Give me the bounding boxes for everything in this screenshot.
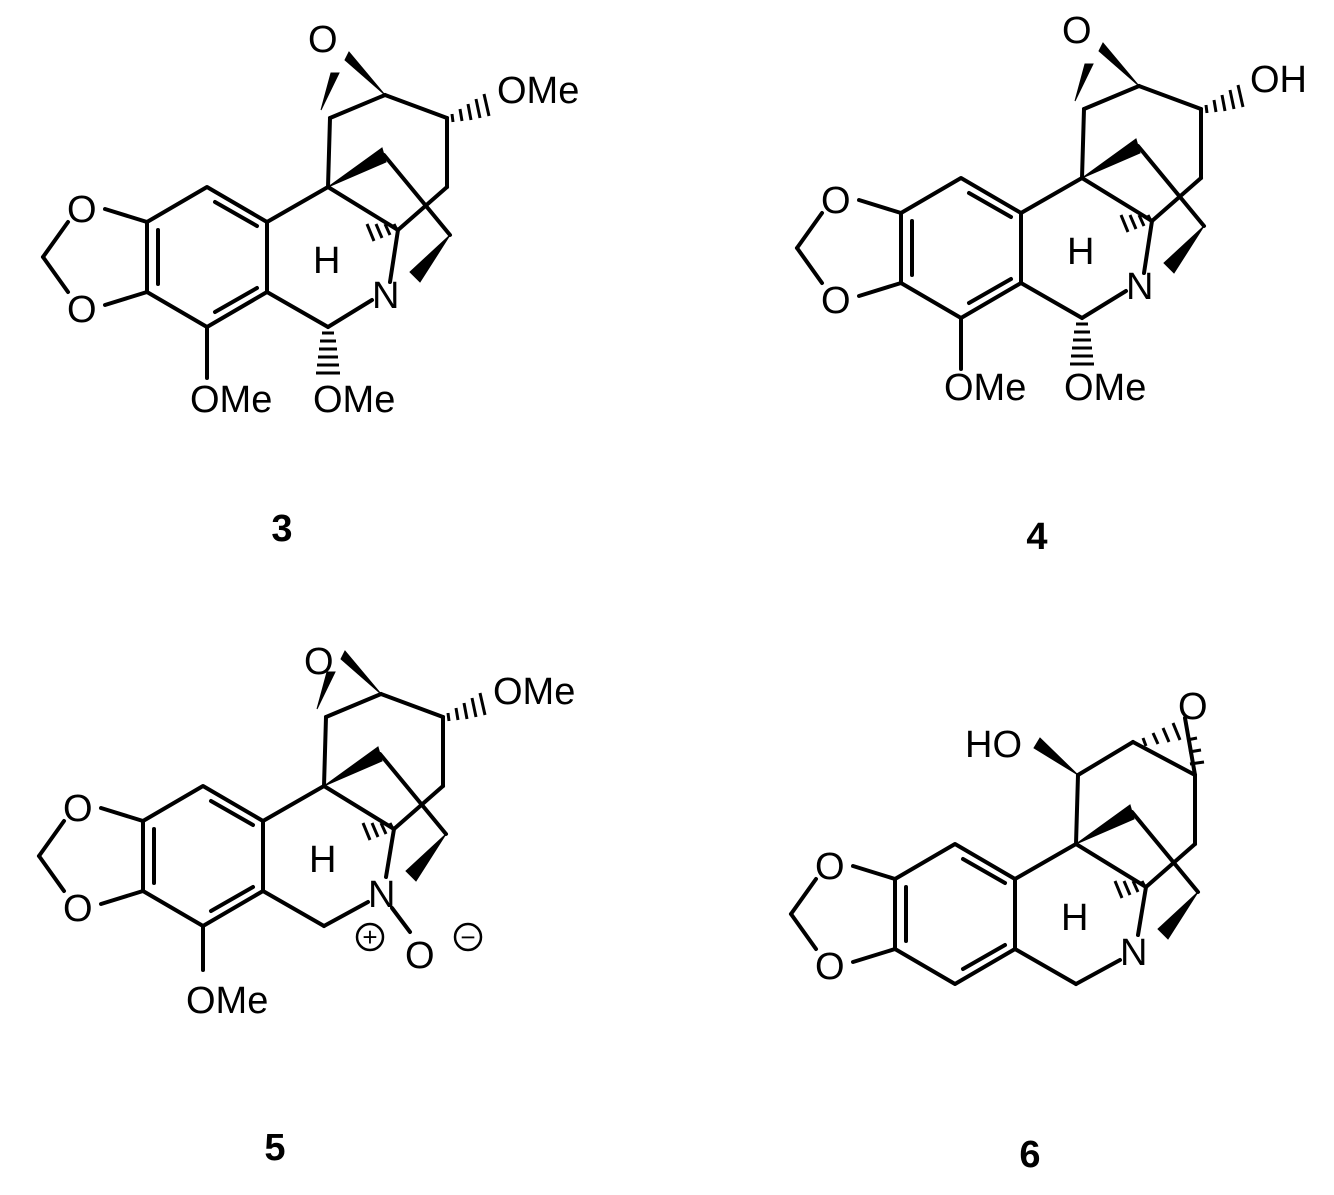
dioxole-oxygen-top: O <box>63 788 93 830</box>
compound-number: 5 <box>264 1127 285 1169</box>
dioxole-oxygen-bottom: O <box>67 289 97 331</box>
dioxole-oxygen-top: O <box>67 189 97 231</box>
aryl-methoxy: OMe <box>186 980 268 1022</box>
negative-charge-icon: − <box>453 922 483 952</box>
epoxide-hash-bond <box>1141 722 1182 747</box>
c6-hash-bond <box>1070 322 1094 366</box>
compound-number: 3 <box>271 508 292 550</box>
dioxole-oxygen-bottom: O <box>63 888 93 930</box>
c3-hash-bond <box>446 692 487 722</box>
positive-charge-icon: + <box>355 922 385 952</box>
bridgehead-hydrogen: H <box>1067 231 1094 273</box>
svg-text:+: + <box>362 922 377 952</box>
c6-methoxy: OMe <box>313 379 395 421</box>
dioxole-oxygen-top: O <box>821 180 851 222</box>
n-oxide-oxygen: O <box>405 935 435 977</box>
compound-5-structure: O OMe O O H N O OMe + − <box>37 641 575 1022</box>
nitrogen: N <box>1126 266 1153 308</box>
compound-3-structure: O OMe O O H N OMe OMe <box>41 19 579 421</box>
c3-substituent: OMe <box>497 70 579 112</box>
dioxole-oxygen-top: O <box>815 846 845 888</box>
nitrogen: N <box>372 275 399 317</box>
bridgehead-hydrogen: H <box>309 839 336 881</box>
aryl-methoxy: OMe <box>190 379 272 421</box>
bridgehead-hydrogen: H <box>1061 897 1088 939</box>
compound-number: 4 <box>1026 516 1047 558</box>
nitrogen: N <box>368 874 395 916</box>
c3-substituent: OMe <box>493 671 575 713</box>
svg-text:−: − <box>460 922 475 952</box>
hydroxyl-group: HO <box>965 724 1022 766</box>
bridgehead-hydrogen: H <box>313 240 340 282</box>
bridgehead-hash <box>1119 214 1154 233</box>
c3-substituent: OH <box>1250 59 1307 101</box>
c3-hash-bond <box>1204 84 1245 114</box>
compound-6-structure: HO O O O H N <box>789 686 1208 988</box>
bridgehead-hash <box>361 822 396 841</box>
c6-methoxy: OMe <box>1064 367 1146 409</box>
compound-4-structure: O OH O O H N OMe OMe <box>795 10 1307 409</box>
compound-number: 6 <box>1019 1134 1040 1176</box>
epoxide-oxygen: O <box>308 19 338 61</box>
epoxide-oxygen: O <box>304 641 334 683</box>
bridgehead-hash <box>1113 880 1148 899</box>
epoxide-oxygen: O <box>1178 686 1208 728</box>
c3-hash-bond <box>450 93 491 123</box>
epoxide-oxygen: O <box>1062 10 1092 52</box>
dioxole-oxygen-bottom: O <box>821 280 851 322</box>
c6-hash-bond <box>316 331 340 375</box>
nitrogen: N <box>1120 932 1147 974</box>
bridgehead-hash <box>365 223 400 242</box>
epoxide-hash-bond-2 <box>1186 736 1205 766</box>
dioxole-oxygen-bottom: O <box>815 946 845 988</box>
aryl-methoxy: OMe <box>944 367 1026 409</box>
